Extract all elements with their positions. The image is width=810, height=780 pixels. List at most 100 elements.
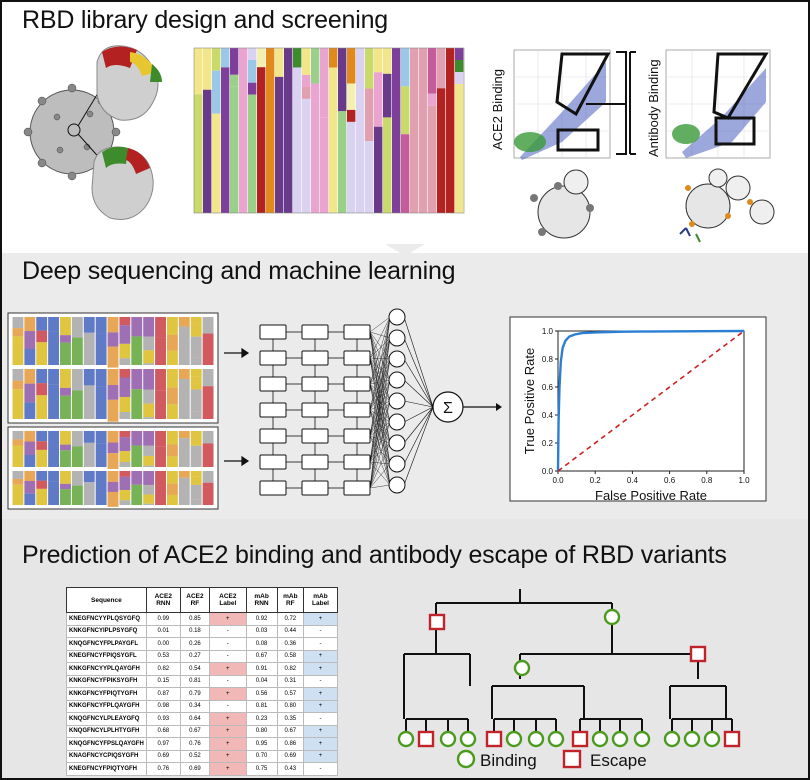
logo-glyph — [143, 445, 155, 456]
logo-glyph — [190, 476, 202, 485]
logo-glyph — [60, 483, 71, 490]
logo-glyph — [60, 317, 71, 336]
logo-glyph — [36, 395, 48, 419]
library-column-segment — [347, 121, 356, 213]
dense-edge — [369, 383, 391, 444]
column-header: ACE2 RNN — [145, 587, 181, 613]
logo-glyph — [178, 378, 190, 419]
roc-random-baseline — [557, 330, 745, 472]
library-column-segment — [302, 98, 311, 213]
logo-glyph — [60, 335, 71, 343]
logo-glyph — [107, 442, 119, 454]
roc-x-tick-label: 0.8 — [701, 476, 713, 485]
library-column-segment — [374, 48, 383, 73]
label-cell: + — [209, 724, 247, 738]
logo-glyph — [95, 482, 107, 505]
library-column-segment — [203, 89, 212, 213]
logo-glyph — [119, 476, 131, 491]
rnn-cell — [301, 350, 329, 366]
logo-glyph — [119, 412, 131, 419]
logo-glyph — [24, 455, 36, 467]
logo-glyph — [119, 377, 131, 397]
logo-glyph — [83, 442, 95, 467]
label-cell: + — [303, 662, 338, 676]
logo-glyph — [36, 471, 48, 481]
logo-glyph — [131, 317, 143, 337]
logo-glyph — [107, 491, 119, 507]
logo-glyph — [95, 386, 107, 419]
logo-glyph — [119, 325, 131, 344]
library-column-segment — [257, 67, 266, 214]
binding-node — [513, 659, 531, 677]
escape-leaf — [417, 730, 435, 748]
rnn-cell — [343, 402, 371, 418]
library-column-segment — [383, 73, 392, 118]
escape-leaf — [723, 730, 741, 748]
library-column-segment — [266, 48, 275, 213]
library-column-segment — [455, 48, 464, 60]
logo-glyph — [143, 363, 155, 365]
library-column-segment — [194, 48, 203, 95]
dense-edge — [369, 316, 391, 411]
logo-glyph — [107, 385, 119, 400]
binding-leaf — [591, 730, 609, 748]
logo-glyph — [36, 383, 48, 396]
rnn-cell — [259, 324, 287, 340]
rnn-cell — [259, 454, 287, 470]
gate-bracket — [586, 51, 636, 155]
library-column-segment — [329, 48, 338, 68]
logo-glyph — [166, 456, 178, 467]
library-column-segment — [419, 48, 428, 213]
logo-glyph — [48, 384, 60, 419]
library-column-segment — [338, 48, 347, 112]
logo-glyph — [36, 342, 48, 365]
binding-node — [603, 608, 621, 626]
logo-glyph — [131, 484, 143, 505]
logo-glyph — [12, 445, 24, 467]
logo-glyph — [83, 332, 95, 365]
dense-edge — [369, 331, 391, 423]
logo-glyph — [60, 471, 71, 484]
library-column-segment — [248, 82, 257, 95]
logo-glyph — [166, 317, 178, 335]
rnn-cell — [259, 480, 287, 496]
logo-glyph — [202, 471, 214, 483]
dense-edge — [369, 331, 391, 486]
library-column-segment — [374, 72, 383, 127]
logo-glyph — [107, 453, 119, 469]
library-column-segment — [230, 48, 239, 75]
logo-glyph — [83, 369, 95, 386]
library-column-segment — [203, 48, 212, 90]
logo-glyph — [12, 484, 24, 505]
dense-edge — [369, 400, 391, 411]
logo-glyph — [131, 389, 143, 419]
logo-glyph — [107, 471, 119, 482]
logo-glyph — [119, 369, 131, 378]
roc-y-tick-label: 0.0 — [542, 467, 554, 476]
logo-glyph — [190, 389, 202, 412]
logo-glyph — [36, 441, 48, 450]
library-column-segment — [302, 86, 311, 99]
rnn-cell — [343, 376, 371, 392]
dense-node — [388, 392, 406, 410]
logo-glyph — [119, 471, 131, 477]
library-column-segment — [293, 48, 302, 68]
rnn-cell — [301, 376, 329, 392]
logo-glyph — [202, 443, 214, 467]
output-edge — [403, 406, 434, 465]
score-cell: 0.31 — [276, 674, 305, 688]
dense-edge — [369, 409, 391, 423]
library-column-segment — [356, 48, 365, 213]
logo-glyph — [71, 369, 83, 391]
dense-node — [388, 371, 406, 389]
rnn-cell — [259, 376, 287, 392]
logo-glyph — [190, 436, 202, 446]
dense-node — [388, 329, 406, 347]
dense-edge — [369, 357, 391, 402]
